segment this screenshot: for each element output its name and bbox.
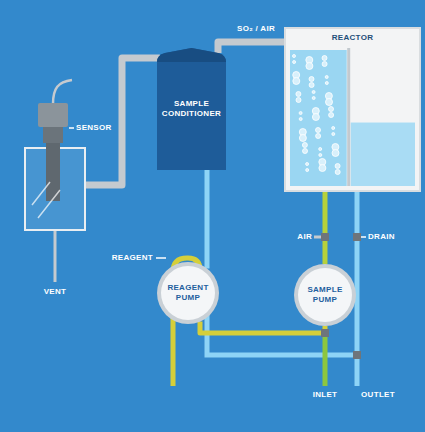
conditioner-cap — [157, 48, 226, 62]
condensate-line — [205, 170, 210, 269]
sensor-neck — [43, 127, 63, 143]
junction-block — [353, 233, 361, 241]
junction-block — [321, 329, 329, 337]
sample-pump: SAMPLE PUMP — [294, 264, 356, 326]
vent-pipe — [54, 231, 57, 282]
air-bubble — [322, 62, 327, 67]
node-text-holder: REAGENT PUMP — [157, 283, 219, 302]
air-bubble — [299, 135, 306, 142]
pump-face — [298, 268, 352, 322]
air-bubble — [319, 154, 322, 157]
node-label: REAGENT PUMP — [163, 283, 213, 302]
part-label: SENSOR — [76, 123, 112, 133]
conditioner-body — [157, 48, 226, 170]
reactor-housing — [285, 28, 420, 191]
air-bubble — [335, 164, 340, 169]
sample-inlet-line — [323, 333, 328, 386]
air-bubble — [306, 169, 309, 172]
junction-block — [353, 351, 361, 359]
sensor-cable — [53, 80, 72, 104]
pipe-label: SO₂ / AIR — [237, 24, 275, 34]
settling-chamber — [351, 123, 415, 186]
air-bubble — [325, 76, 328, 79]
sample-line — [322, 191, 327, 264]
air-bubble — [296, 98, 301, 103]
node-label: SAMPLE PUMP — [300, 285, 350, 304]
pump-ring — [157, 262, 219, 324]
reagent-pump: REAGENT PUMP — [157, 262, 219, 324]
air-bubble — [319, 165, 326, 172]
sample-conditioner: SAMPLE CONDITIONER — [157, 48, 226, 170]
air-bubble — [306, 163, 309, 166]
air-bubble — [319, 148, 322, 151]
air-bubble — [299, 112, 302, 115]
port-label: OUTLET — [361, 390, 395, 400]
air-bubble — [316, 128, 321, 133]
line-label: REAGENT — [112, 253, 153, 263]
junction-block — [321, 233, 329, 241]
air-bubble — [325, 82, 328, 85]
air-bubble — [293, 61, 296, 64]
air-bubble — [302, 143, 307, 148]
air-bubble — [335, 170, 340, 175]
chamber-divider — [347, 48, 350, 186]
air-bubble — [329, 113, 334, 118]
air-bubble — [293, 55, 296, 58]
node-label: SAMPLE CONDITIONER — [161, 99, 222, 118]
air-bubble — [309, 77, 314, 82]
air-bubble — [312, 97, 315, 100]
pump-face — [161, 266, 215, 320]
air-bubble — [316, 134, 321, 139]
air-bubble — [306, 63, 313, 70]
air-bubble — [332, 150, 339, 157]
air-bubble — [312, 91, 315, 94]
leader-line — [156, 257, 166, 259]
air-bubble — [322, 56, 327, 61]
air-bubble — [326, 99, 333, 106]
air-bubble — [296, 92, 301, 97]
reactor-tank: REACTOR — [285, 28, 420, 191]
port-label: VENT — [44, 287, 67, 297]
glass-glare — [32, 182, 60, 218]
bubbling-chamber — [290, 50, 347, 186]
line-label: DRAIN — [368, 232, 395, 242]
node-text-holder: REACTOR — [285, 28, 420, 43]
gas-pipe — [218, 42, 285, 53]
air-bubble — [312, 114, 319, 121]
air-bubble — [332, 133, 335, 136]
leader-line — [69, 127, 74, 129]
air-bubble — [332, 127, 335, 130]
air-bubble — [303, 149, 308, 154]
node-text-holder: SAMPLE CONDITIONER — [157, 99, 226, 118]
node-outline — [285, 28, 420, 191]
air-bubble — [309, 83, 314, 88]
node-label: REACTOR — [285, 33, 420, 43]
air-bubble — [329, 107, 334, 112]
line-label: AIR — [297, 232, 312, 242]
node-text-holder: SAMPLE PUMP — [294, 285, 356, 304]
pump-ring — [294, 264, 356, 326]
reagent-line — [200, 322, 325, 333]
sensor-head — [38, 103, 68, 127]
port-label: INLET — [313, 390, 338, 400]
sample-gas-pipe — [85, 58, 160, 185]
air-bubble — [299, 118, 302, 121]
air-bubble — [293, 78, 300, 85]
air-stub — [314, 236, 322, 239]
